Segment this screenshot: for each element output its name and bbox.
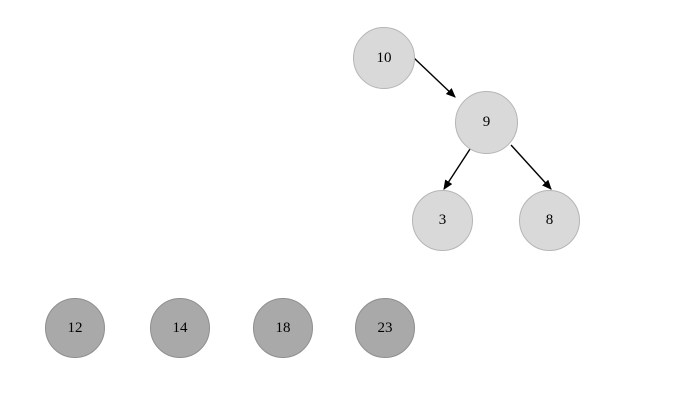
tree-node-n8[interactable]: 8 <box>519 190 580 251</box>
node-label: 3 <box>438 212 447 228</box>
tree-node-n9[interactable]: 9 <box>455 91 518 154</box>
node-label: 14 <box>172 319 188 336</box>
node-label: 9 <box>482 114 491 130</box>
node-label: 10 <box>376 49 392 66</box>
pool-node-p12[interactable]: 12 <box>45 298 105 358</box>
edge-n9-to-n8 <box>510 144 552 190</box>
pool-node-p18[interactable]: 18 <box>253 298 313 358</box>
node-label: 18 <box>275 319 291 336</box>
tree-node-n3[interactable]: 3 <box>412 190 473 251</box>
tree-node-n10[interactable]: 10 <box>353 27 415 89</box>
node-label: 8 <box>545 212 554 228</box>
pool-node-p23[interactable]: 23 <box>355 298 415 358</box>
edge-n9-to-n3 <box>443 145 473 190</box>
edge-n10-to-n9 <box>413 57 456 98</box>
node-label: 12 <box>67 319 83 336</box>
pool-node-p14[interactable]: 14 <box>150 298 210 358</box>
node-label: 23 <box>377 319 393 336</box>
